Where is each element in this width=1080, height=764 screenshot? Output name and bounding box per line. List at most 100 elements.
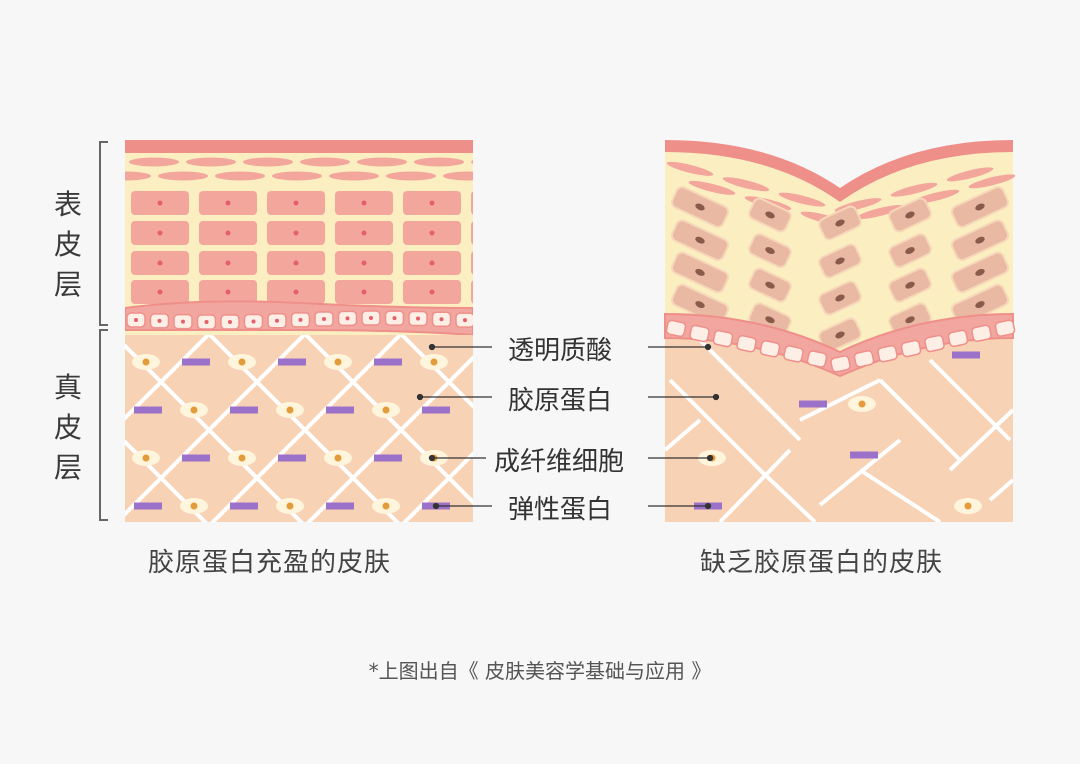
basal-cell [900,339,922,358]
basal-cell [971,324,992,342]
cell-nucleus [225,260,231,266]
elastin-fiber [374,358,402,366]
elastin-fiber [850,451,878,459]
collagen-fiber [210,330,407,522]
basal-cell [924,334,945,353]
cell-nucleus [905,316,915,324]
right-collagen-fibers [665,338,1013,522]
collagen-fiber [125,330,215,421]
cell-nucleus [429,230,435,236]
cell-nucleus [498,261,503,266]
fibroblast-nucleus [858,400,866,408]
elastin-fiber [374,454,402,462]
elastin-fiber [230,406,258,414]
epidermal-cell [471,221,473,245]
basal-cell [806,350,828,368]
left-epidermis [125,140,503,335]
flat-cell [329,171,379,181]
collagen-fiber [878,378,962,462]
elastin-fiber [278,454,306,462]
hyaluronic-acid-label: 透明质酸 [508,336,613,366]
basal-nucleus [298,317,303,322]
flat-cell [688,180,736,195]
fibroblast-nucleus [286,406,294,414]
elastin-fiber [422,406,450,414]
fibroblast-nucleus [964,502,972,510]
flat-cell [129,157,179,167]
leader-lines [416,343,720,510]
cell-nucleus [975,236,985,244]
elastin-fiber [278,358,306,366]
cell-nucleus [293,289,299,295]
basal-nucleus [204,319,209,324]
epidermal-cell [471,251,473,275]
cell-nucleus [157,289,163,295]
basal-cell [783,345,804,363]
cell-nucleus [361,230,367,236]
cell-nucleus [765,247,775,255]
collagen-fiber [818,438,902,507]
basal-cell [665,319,687,338]
right-flat-cells [666,161,1016,226]
elastin-fiber [952,351,980,359]
basal-cell [877,344,898,363]
cell-nucleus [835,257,845,265]
cell-nucleus [157,260,163,266]
collagen-fiber [125,330,311,517]
collagen-fiber [306,355,473,522]
flat-cell [125,171,151,181]
elastin-fiber [326,502,354,510]
collagen-fiber [402,451,473,522]
collagen-fiber [665,418,702,452]
cell-nucleus [157,230,163,236]
cell-nucleus [695,203,705,211]
basal-nucleus [157,318,162,323]
right-basal-cells [665,319,1016,373]
basal-nucleus [275,318,279,323]
cell-nucleus [498,290,503,295]
flat-cell [968,174,1016,189]
flat-cell [946,167,994,182]
collagen-fiber [799,378,881,422]
flat-cell [471,160,473,164]
epidermal-cell [471,191,473,215]
collagen-fiber [668,378,762,472]
fibroblast-label: 成纤维细胞 [494,447,625,477]
flat-cell [666,161,714,176]
right-epidermis [664,140,1016,378]
dermis-label: 真皮层 [53,371,82,484]
elastin-fiber [182,358,210,366]
cell-nucleus [975,268,985,276]
cell-nucleus [905,211,915,219]
basal-cell [830,355,851,373]
collagen-fiber [0,330,21,530]
cell-nucleus [157,200,163,206]
basal-cell [994,319,1016,337]
fibroblast-nucleus [430,358,438,366]
cell-nucleus [835,331,845,339]
elastin-fiber [326,406,354,414]
right-spinous-cells [670,186,1010,353]
flat-cell [386,171,436,181]
cell-nucleus [361,260,367,266]
fibroblast-nucleus [334,454,342,462]
basal-nucleus [416,316,420,321]
elastin-fiber [182,454,210,462]
basal-nucleus [392,316,397,321]
cell-nucleus [835,294,845,302]
left-fibroblasts [132,354,448,514]
elastin-fiber [230,502,258,510]
cell-nucleus [293,260,299,266]
cell-nucleus [765,281,775,289]
cell-nucleus [225,200,231,206]
cell-nucleus [765,316,775,324]
collagen-fiber [758,468,817,522]
right-caption: 缺乏胶原蛋白的皮肤 [700,548,944,578]
collagen-fiber [0,330,21,530]
cell-nucleus [361,289,367,295]
collagen-fiber [858,468,942,522]
basal-cell [712,329,734,348]
fibroblast-nucleus [142,358,150,366]
flat-cell [722,177,770,192]
basal-nucleus [439,317,444,322]
